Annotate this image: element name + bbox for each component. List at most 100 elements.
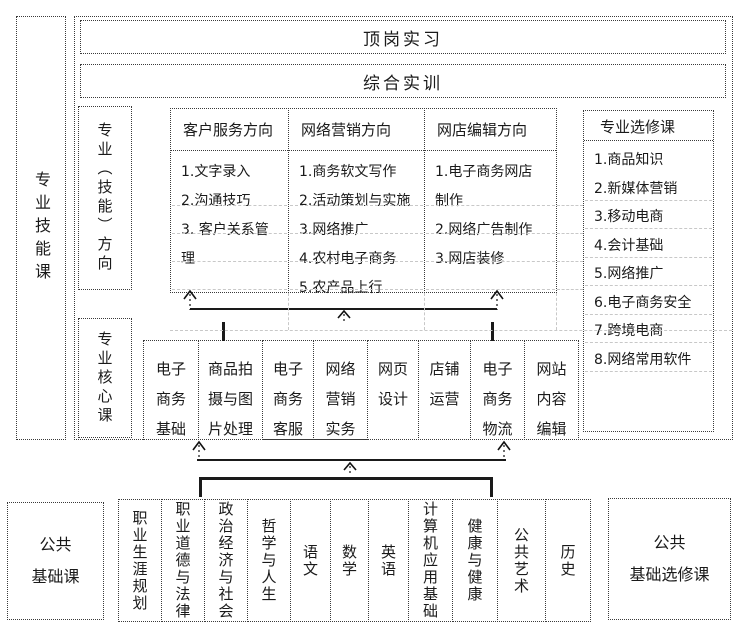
- public-course-label: 职业生涯规划: [130, 509, 149, 612]
- grid-line: [290, 233, 423, 234]
- grid-line: [426, 261, 555, 262]
- core-course-label: 网页 设计: [377, 360, 408, 408]
- direction-box-network-marketing: 网络营销方向 1.商务软文写作 2.活动策划与实施 3.网络推广 4.农村电子商…: [288, 108, 425, 296]
- direction-item: 3.网络推广: [299, 222, 369, 238]
- direction-box-shop-editing: 网店编辑方向 1.电子商务网店 制作 2.网络广告制作 3.网店装修: [424, 108, 557, 293]
- public-course-box: 健康与健康: [452, 499, 498, 622]
- direction-item: 3.网店装修: [435, 251, 505, 267]
- elective-item: 8.网络常用软件: [594, 351, 692, 368]
- grid-line: [290, 205, 423, 206]
- public-course-box: 哲学与人生: [247, 499, 291, 622]
- grid-line: [172, 289, 287, 290]
- public-basic-label: 公共 基础课: [31, 535, 80, 586]
- comprehensive-training-box: 综合实训: [80, 64, 726, 98]
- connector-line: [190, 308, 497, 310]
- grid-line: [556, 293, 557, 330]
- professional-electives-box: 专业选修课 1.商品知识 2.新媒体营销 3.移动电商 4.会计基础 5.网络推…: [583, 110, 714, 432]
- core-group-label-box: 专业核心课: [78, 318, 132, 438]
- direction-title: 网络营销方向: [289, 109, 424, 151]
- public-course-box: 公共艺术: [497, 499, 546, 622]
- grid-line: [424, 293, 425, 330]
- elective-item: 6.电子商务安全: [594, 294, 692, 311]
- elective-item: 1.商品知识: [594, 152, 664, 168]
- elective-item: 5.网络推广: [594, 266, 664, 282]
- public-course-box: 历史: [545, 499, 591, 622]
- direction-item: 1.电子商务网店 制作: [435, 164, 533, 209]
- core-course-label: 商品拍 摄与图 片处理: [207, 360, 253, 438]
- grid-line: [290, 261, 423, 262]
- elective-item: 2.新媒体营销: [594, 180, 678, 197]
- grid-line: [557, 205, 583, 206]
- grid-line: [585, 228, 712, 229]
- direction-item-list: 1.文字录入 2.沟通技巧 3. 客户关系管 理: [171, 151, 288, 274]
- grid-line: [585, 285, 712, 286]
- connector-bracket: [199, 477, 493, 497]
- public-course-box: 职业生涯规划: [118, 499, 162, 622]
- core-course-box: 网站 内容 编辑: [524, 340, 579, 440]
- grid-line: [585, 257, 712, 258]
- public-course-box: 计算机应用基础: [408, 499, 453, 622]
- direction-title: 客户服务方向: [171, 109, 288, 151]
- direction-box-customer-service: 客户服务方向 1.文字录入 2.沟通技巧 3. 客户关系管 理: [170, 108, 289, 293]
- grid-line: [585, 342, 712, 343]
- connector-leg: [222, 322, 225, 341]
- public-course-label: 职业道德与法律: [173, 501, 192, 620]
- public-course-label: 历史: [558, 543, 577, 578]
- direction-item-list: 1.商务软文写作 2.活动策划与实施 3.网络推广 4.农村电子商务 5.农产品…: [289, 151, 424, 303]
- core-course-box: 店铺 运营: [418, 340, 471, 440]
- core-course-box: 商品拍 摄与图 片处理: [198, 340, 263, 440]
- up-arrow-icon: [183, 289, 197, 310]
- grid-line: [426, 233, 555, 234]
- grid-line: [585, 200, 712, 201]
- connector-leg: [491, 322, 494, 341]
- core-course-label: 网络 营销 实务: [325, 360, 356, 438]
- internship-label: 顶岗实习: [363, 29, 443, 50]
- grid-line: [585, 314, 712, 315]
- grid-line: [557, 289, 583, 290]
- public-electives-label-box: 公共 基础选修课: [608, 498, 731, 620]
- public-electives-label: 公共 基础选修课: [629, 533, 710, 584]
- core-course-label: 电子 商务 基础: [155, 360, 186, 438]
- grid-line: [288, 293, 289, 330]
- grid-line: [172, 205, 287, 206]
- electives-item-list: 1.商品知识 2.新媒体营销 3.移动电商 4.会计基础 5.网络推广 6.电子…: [584, 141, 713, 374]
- connector-line: [197, 459, 506, 461]
- public-course-label: 英语: [379, 543, 397, 578]
- elective-item: 7.跨境电商: [594, 323, 664, 339]
- direction-item: 2.网络广告制作: [435, 222, 533, 238]
- up-arrow-icon: [497, 440, 511, 461]
- elective-item: 4.会计基础: [594, 237, 664, 254]
- skills-section-label: 专业技能课: [32, 170, 51, 286]
- direction-group-label-box: 专业（技能）方向: [78, 106, 132, 290]
- skills-section-label-box: 专业技能课: [16, 16, 66, 440]
- direction-title: 网店编辑方向: [425, 109, 556, 151]
- direction-item: 4.农村电子商务: [299, 251, 397, 267]
- direction-item: 1.文字录入: [181, 164, 251, 180]
- grid-line: [170, 330, 732, 331]
- direction-item: 1.商务软文写作: [299, 164, 397, 180]
- public-course-box: 政治经济与社会: [204, 499, 248, 622]
- grid-line: [557, 261, 583, 262]
- grid-line: [426, 289, 555, 290]
- up-arrow-icon: [343, 461, 357, 476]
- core-course-box: 电子 商务 物流: [470, 340, 525, 440]
- core-course-label: 网站 内容 编辑: [536, 360, 567, 438]
- elective-item: 3.移动电商: [594, 209, 664, 225]
- public-course-box: 英语: [368, 499, 409, 622]
- direction-item: 3. 客户关系管 理: [181, 222, 269, 267]
- up-arrow-icon: [490, 289, 504, 310]
- core-course-box: 电子 商务 基础: [143, 340, 199, 440]
- direction-item-list: 1.电子商务网店 制作 2.网络广告制作 3.网店装修: [425, 151, 556, 274]
- public-course-box: 语文: [290, 499, 331, 622]
- public-course-label: 公共艺术: [512, 526, 530, 595]
- direction-item: 2.沟通技巧: [181, 193, 251, 209]
- grid-line: [557, 233, 583, 234]
- internship-box: 顶岗实习: [80, 20, 726, 54]
- electives-title: 专业选修课: [584, 111, 713, 141]
- core-course-label: 店铺 运营: [429, 360, 460, 408]
- up-arrow-icon: [192, 440, 206, 461]
- grid-line: [585, 371, 712, 372]
- core-course-box: 网页 设计: [367, 340, 419, 440]
- grid-line: [290, 289, 423, 290]
